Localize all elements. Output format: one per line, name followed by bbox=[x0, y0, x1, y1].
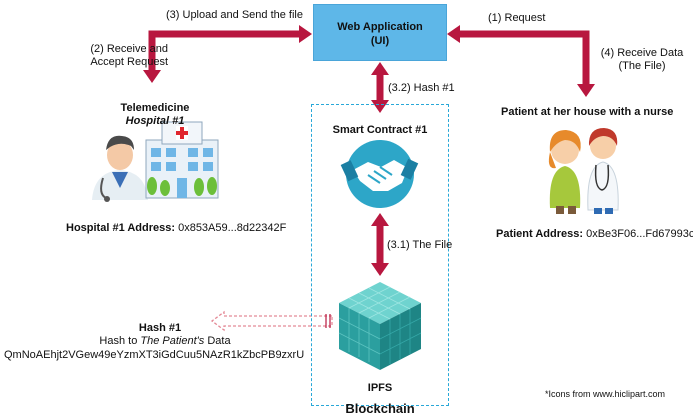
hospital-address-value: 0x853A59...8d22342F bbox=[178, 222, 287, 234]
hash-desc-prefix: Hash to bbox=[99, 335, 138, 347]
hash-value: QmNoAEhjt2VGew49eYzmXT3iGdCuu5NAzR1kZbcP… bbox=[4, 349, 305, 361]
hash-description: Hash to The Patient's Data bbox=[90, 335, 240, 348]
arrowhead-hash-up bbox=[371, 62, 389, 75]
hospital-label: Telemedicine Hospital #1 bbox=[100, 102, 210, 128]
patient-address-label: Patient Address: bbox=[496, 228, 584, 240]
handshake-icon bbox=[340, 140, 419, 208]
hospital-address: Hospital #1 Address: 0x853A59...8d22342F bbox=[66, 222, 286, 235]
step-hash-label: (3.2) Hash #1 bbox=[388, 82, 455, 94]
arrow-request bbox=[458, 30, 590, 86]
patient-title: Patient at her house with a nurse bbox=[501, 106, 674, 118]
step-receive-data-label: (4) Receive Data (The File) bbox=[594, 47, 690, 73]
blockchain-label: Blockchain bbox=[345, 401, 415, 416]
step-request-label: (1) Request bbox=[488, 12, 546, 24]
hospital-building-icon bbox=[145, 121, 219, 199]
smart-contract-label: Smart Contract #1 bbox=[332, 124, 428, 136]
arrowhead-upload bbox=[299, 25, 312, 43]
icon-credit: *Icons from www.hiclipart.com bbox=[545, 389, 666, 399]
hash-title: Hash #1 bbox=[138, 322, 182, 334]
hospital-line2: Hospital #1 bbox=[125, 115, 185, 127]
arrowhead-receive-data bbox=[577, 84, 595, 97]
arrowhead-hash-down bbox=[371, 100, 389, 113]
blockchain-container bbox=[311, 104, 449, 406]
web-application-title: Web Application bbox=[337, 21, 423, 33]
hash-arrows bbox=[210, 310, 333, 332]
arrowhead-file-up bbox=[371, 213, 389, 226]
hash-desc-suffix: Data bbox=[207, 335, 231, 347]
step-receive-label: (2) Receive and Accept Request bbox=[58, 43, 168, 69]
hospital-address-label: Hospital #1 Address: bbox=[66, 222, 176, 234]
arrowhead-receive bbox=[143, 70, 161, 83]
step-file-label: (3.1) The File bbox=[387, 239, 453, 251]
ipfs-label: IPFS bbox=[367, 382, 393, 394]
step-upload-label: (3) Upload and Send the file bbox=[166, 9, 303, 21]
web-application-box: Web Application (UI) bbox=[313, 4, 447, 61]
hospital-line1: Telemedicine bbox=[120, 102, 190, 114]
arrowhead-file-down bbox=[371, 263, 389, 276]
patient-icon bbox=[548, 130, 581, 214]
doctor-icon bbox=[92, 135, 148, 202]
arrow-upload bbox=[148, 30, 302, 70]
ipfs-cube-icon bbox=[338, 282, 422, 370]
step-receive-line1: (2) Receive and bbox=[90, 43, 168, 55]
step-receive-data-line1: (4) Receive Data bbox=[600, 47, 684, 59]
web-application-subtitle: (UI) bbox=[370, 35, 390, 47]
step-receive-line2: Accept Request bbox=[90, 56, 168, 68]
arrowhead-request bbox=[447, 25, 460, 43]
patient-address: Patient Address: 0xBe3F06...Fd67993c bbox=[496, 228, 693, 241]
hash-desc-italic: The Patient's bbox=[140, 335, 205, 347]
nurse-icon bbox=[587, 128, 619, 214]
patient-address-value: 0xBe3F06...Fd67993c bbox=[586, 228, 693, 240]
step-receive-data-line2: (The File) bbox=[618, 60, 666, 72]
